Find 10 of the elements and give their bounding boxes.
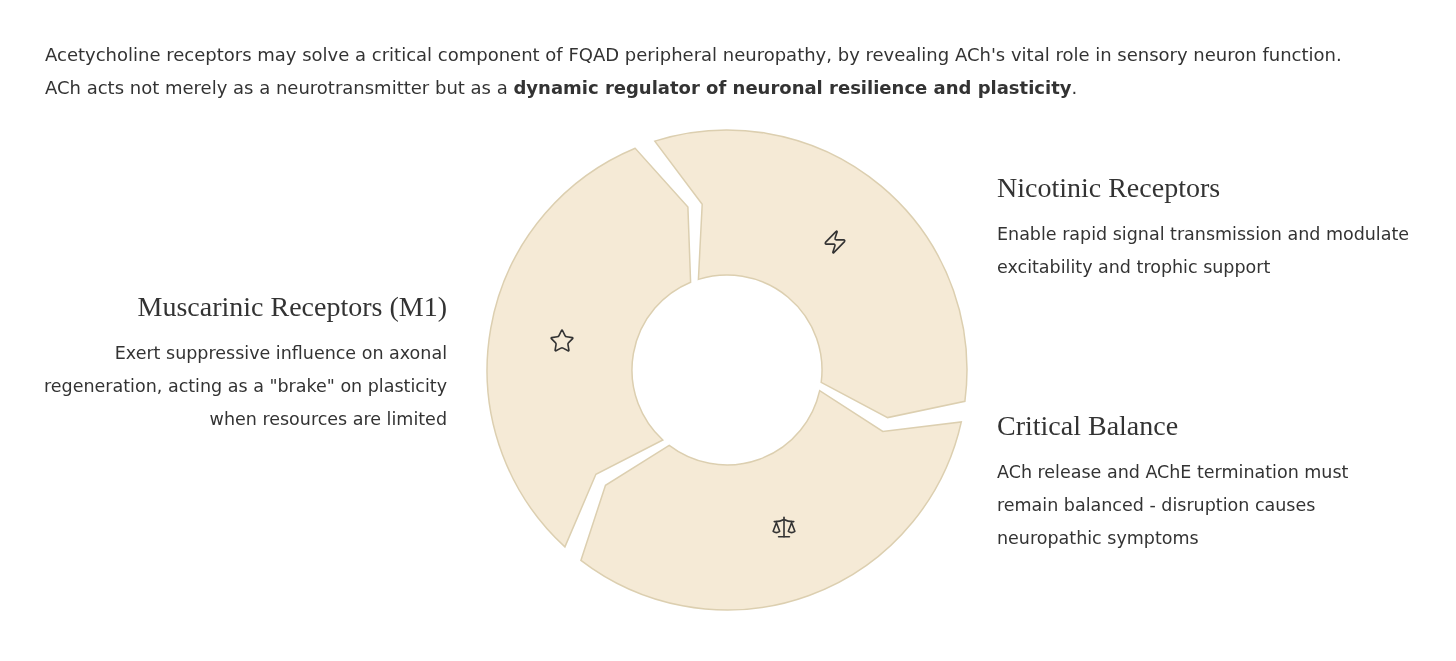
section-heading: Nicotinic Receptors: [997, 172, 1222, 204]
cycle-arrow-segment: [486, 147, 692, 548]
section-description: ACh release and AChE termination must remain balanced - disruption causes neuropathic symptoms: [997, 461, 1350, 550]
section-heading: Critical Balance: [997, 410, 1180, 442]
section-description: Exert suppressive influence on axonal regeneration, acting as a "brake" on plasticity when resources are limited: [43, 342, 447, 431]
cycle-arrow-segment: [580, 389, 963, 611]
cycle-arrow-segment: [654, 129, 968, 419]
section-description: Enable rapid signal transmission and modulate excitability and trophic support: [997, 223, 1411, 279]
intro-paragraph: Acetycholine receptors may solve a critical component of FQAD peripheral neuropathy, by revealing ACh's vital role in sensory neuron function. ACh acts not merely as a neurotransmitter but as a dynamic regulator of neuronal resilience and plasticity.: [45, 43, 1343, 100]
section-heading: Muscarinic Receptors (M1): [136, 291, 447, 323]
